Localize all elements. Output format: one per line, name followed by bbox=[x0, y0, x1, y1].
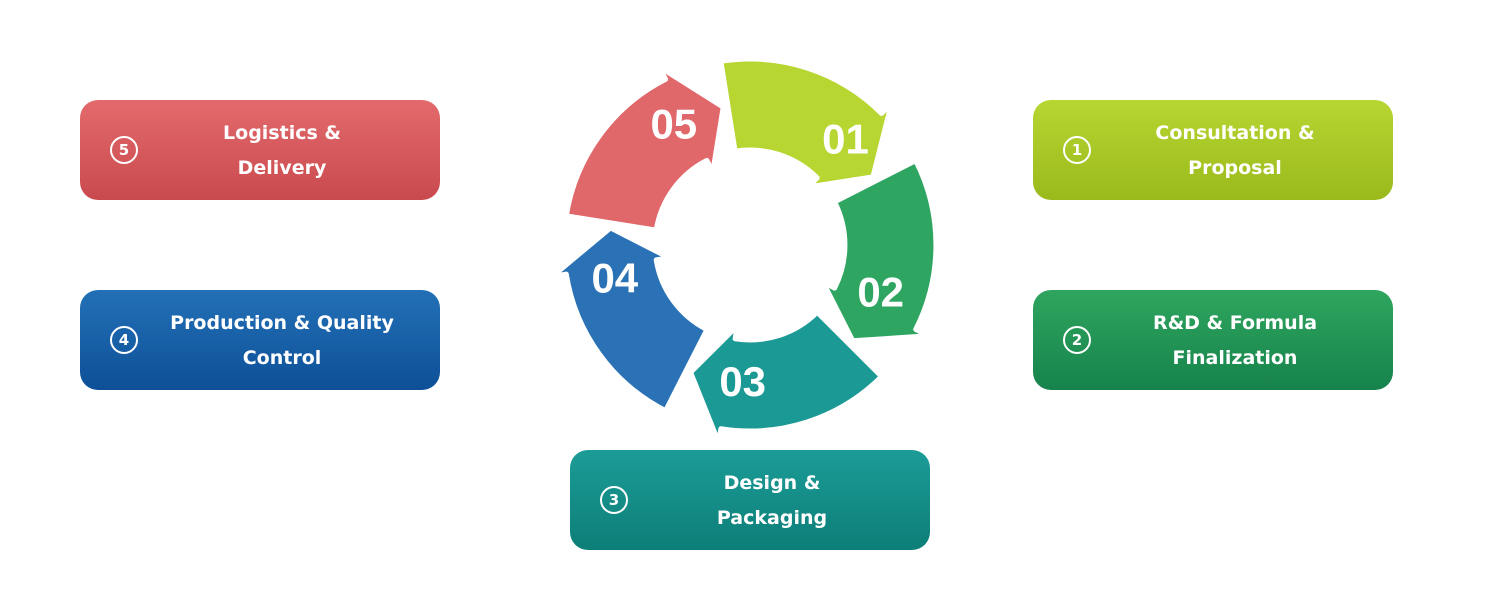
cycle-step-number: 02 bbox=[857, 268, 904, 315]
cycle-arrow-segment-03 bbox=[688, 309, 884, 445]
cycle-step-number: 04 bbox=[591, 254, 638, 301]
step-title: R&D & Formula Finalization bbox=[1105, 306, 1365, 376]
step-title-line: Design & bbox=[723, 472, 821, 494]
step-title: Logistics & Delivery bbox=[152, 116, 412, 186]
step-number-badge: 1 bbox=[1063, 136, 1091, 164]
step-title-line: Consultation & bbox=[1155, 122, 1315, 144]
step-card-design: 3 Design & Packaging bbox=[570, 450, 930, 550]
step-title: Production & Quality Control bbox=[152, 306, 412, 376]
cycle-arrow-segment-05 bbox=[563, 64, 726, 233]
step-title: Consultation & Proposal bbox=[1105, 116, 1365, 186]
step-title-line: Logistics & bbox=[223, 122, 341, 144]
cycle-arrow-segment-02 bbox=[820, 158, 939, 344]
step-title-line: Proposal bbox=[1188, 157, 1282, 179]
step-title-line: Control bbox=[242, 347, 322, 369]
cycle-arrow-segment-04 bbox=[550, 225, 710, 414]
step-card-rnd: 2 R&D & Formula Finalization bbox=[1033, 290, 1393, 390]
step-number-badge: 5 bbox=[110, 136, 138, 164]
step-number-badge: 4 bbox=[110, 326, 138, 354]
cycle-step-number: 05 bbox=[650, 101, 697, 148]
step-number-badge: 2 bbox=[1063, 326, 1091, 354]
step-title-line: R&D & Formula bbox=[1152, 312, 1318, 334]
step-card-production: 4 Production & Quality Control bbox=[80, 290, 440, 390]
step-title: Design & Packaging bbox=[642, 466, 902, 536]
step-number-badge: 3 bbox=[600, 486, 628, 514]
cycle-step-number: 01 bbox=[822, 116, 869, 163]
cycle-arrow-segment-01 bbox=[718, 56, 894, 190]
step-card-consultation: 1 Consultation & Proposal bbox=[1033, 100, 1393, 200]
cycle-step-number: 03 bbox=[719, 358, 766, 405]
step-card-logistics: 5 Logistics & Delivery bbox=[80, 100, 440, 200]
step-title-line: Finalization bbox=[1172, 347, 1298, 369]
step-title-line: Production & Quality bbox=[170, 312, 394, 334]
step-title-line: Packaging bbox=[716, 507, 828, 529]
step-title-line: Delivery bbox=[237, 157, 327, 179]
